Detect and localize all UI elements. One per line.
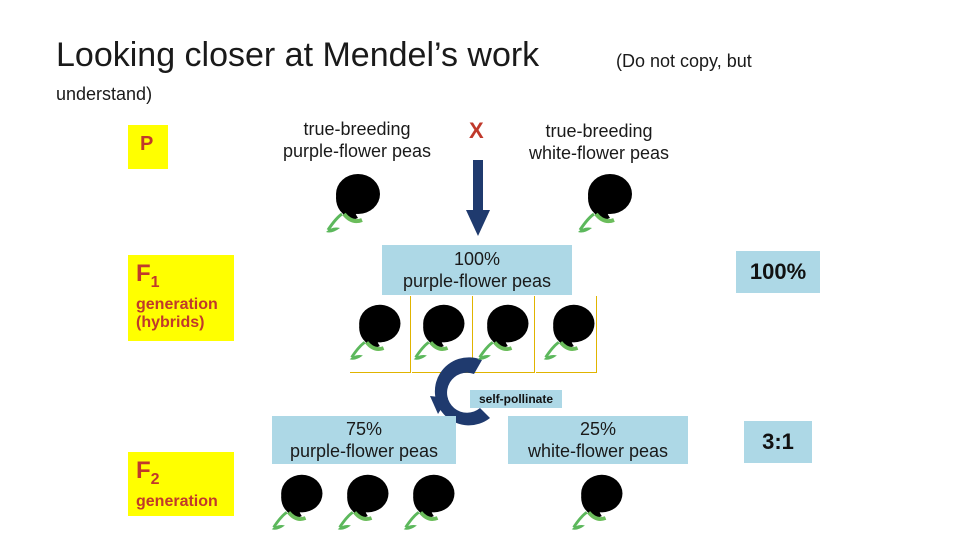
f1-percent: 100% bbox=[382, 245, 572, 270]
f2-white-percent: 25% bbox=[508, 416, 688, 440]
parent-purple-flower-icon bbox=[322, 168, 388, 238]
parent-white-line2: white-flower peas bbox=[504, 142, 694, 164]
f2-letter: F bbox=[136, 457, 151, 484]
f2-purple-description: purple-flower peas bbox=[272, 440, 456, 462]
f2-purple-flower-icon bbox=[400, 468, 462, 536]
f2-purple-percent: 75% bbox=[272, 416, 456, 440]
parent-white-label: true-breeding white-flower peas bbox=[504, 120, 694, 164]
f2-white-flower-icon bbox=[568, 468, 630, 536]
f1-generation-text: generation bbox=[136, 296, 234, 314]
parent-white-flower-icon bbox=[574, 168, 640, 238]
parent-purple-line2: purple-flower peas bbox=[262, 140, 452, 162]
self-pollinate-label: self-pollinate bbox=[470, 390, 562, 408]
f1-purple-flower-icon bbox=[474, 298, 536, 366]
page-title: Looking closer at Mendel’s work bbox=[56, 36, 539, 75]
f2-purple-box: 75% purple-flower peas bbox=[272, 416, 456, 464]
f2-purple-flower-icon bbox=[334, 468, 396, 536]
f1-result-box: 100% purple-flower peas bbox=[382, 245, 572, 295]
parent-purple-label: true-breeding purple-flower peas bbox=[262, 118, 452, 162]
f1-description: purple-flower peas bbox=[382, 270, 572, 292]
cross-down-arrow bbox=[466, 160, 490, 238]
f1-letter: F bbox=[136, 260, 151, 287]
cross-symbol: X bbox=[469, 118, 484, 144]
generation-f1-label: F1 generation (hybrids) bbox=[128, 255, 234, 341]
parent-purple-line1: true-breeding bbox=[262, 118, 452, 140]
title-note-continued: understand) bbox=[56, 84, 152, 105]
f1-ratio-box: 100% bbox=[736, 251, 820, 293]
generation-p-label: P bbox=[128, 125, 168, 169]
f2-subscript: 2 bbox=[151, 471, 160, 488]
f1-hybrids-text: (hybrids) bbox=[136, 314, 234, 332]
f2-purple-flower-icon bbox=[268, 468, 330, 536]
f1-subscript: 1 bbox=[151, 274, 160, 291]
f2-white-box: 25% white-flower peas bbox=[508, 416, 688, 464]
f2-generation-text: generation bbox=[136, 493, 234, 511]
f2-ratio-box: 3:1 bbox=[744, 421, 812, 463]
title-note: (Do not copy, but bbox=[616, 51, 752, 72]
f1-purple-flower-icon bbox=[346, 298, 408, 366]
f1-purple-flower-icon bbox=[540, 298, 602, 366]
f2-white-description: white-flower peas bbox=[508, 440, 688, 462]
generation-f2-label: F2 generation bbox=[128, 452, 234, 516]
parent-white-line1: true-breeding bbox=[504, 120, 694, 142]
f1-purple-flower-icon bbox=[410, 298, 472, 366]
